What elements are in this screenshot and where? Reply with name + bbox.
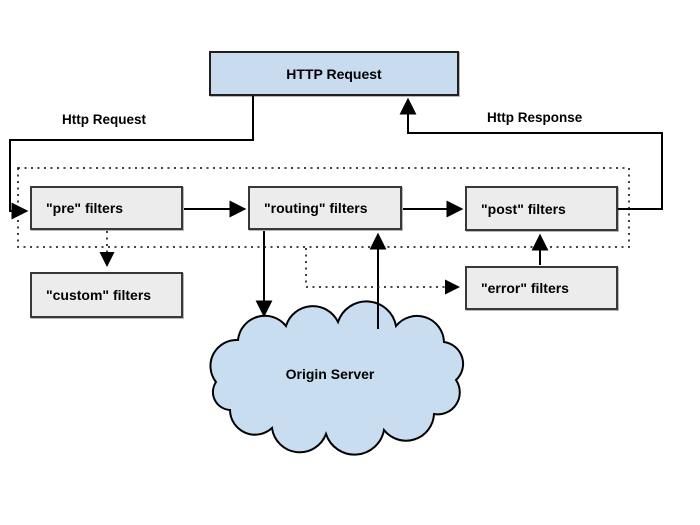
- origin-server-label: Origin Server: [285, 366, 375, 382]
- error-filters-box: "error" filters: [465, 266, 618, 310]
- http-request-label: HTTP Request: [286, 65, 382, 82]
- http-response-edge-label: Http Response: [487, 110, 583, 125]
- pre-filters-box: "pre" filters: [30, 186, 183, 230]
- http-request-box: HTTP Request: [209, 51, 459, 96]
- http-request-edge-label: Http Request: [62, 112, 146, 127]
- error-filters-label: "error" filters: [481, 280, 569, 296]
- edge-post-to-http-response: [399, 97, 663, 210]
- edge-chain-to-error-dotted: [305, 248, 461, 295]
- edge-http-request-to-pre: [9, 96, 254, 220]
- routing-filters-label: "routing" filters: [264, 200, 368, 216]
- custom-filters-label: "custom" filters: [46, 287, 152, 303]
- post-filters-box: "post" filters: [465, 186, 618, 231]
- routing-filters-box: "routing" filters: [248, 186, 402, 230]
- post-filters-label: "post" filters: [481, 200, 566, 217]
- custom-filters-box: "custom" filters: [30, 272, 183, 318]
- pre-filters-label: "pre" filters: [46, 200, 124, 216]
- origin-server-cloud: [209, 300, 465, 456]
